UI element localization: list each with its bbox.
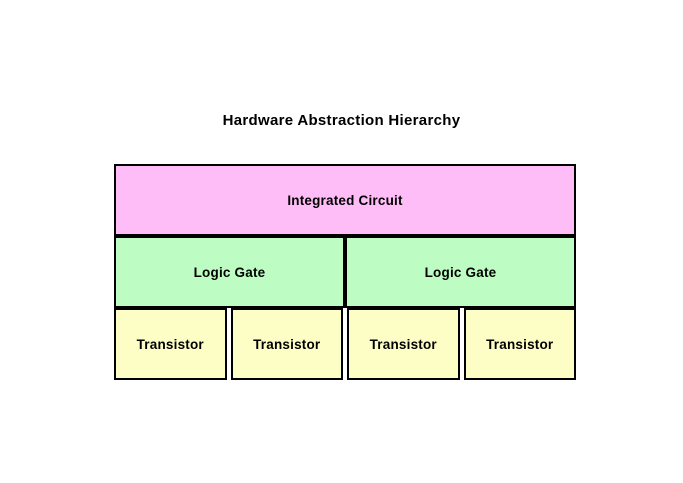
- node-transistor-1: Transistor: [114, 308, 227, 380]
- integrated-circuit-level: Integrated Circuit: [114, 164, 576, 236]
- node-logic-gate-1: Logic Gate: [114, 236, 345, 308]
- node-logic-gate-2: Logic Gate: [345, 236, 576, 308]
- node-integrated-circuit: Integrated Circuit: [114, 164, 576, 236]
- transistor-level: Transistor Transistor Transistor Transis…: [114, 308, 576, 380]
- diagram-title: Hardware Abstraction Hierarchy: [222, 112, 461, 129]
- node-transistor-2: Transistor: [230, 308, 343, 380]
- hierarchy-diagram: Integrated Circuit Logic Gate Logic Gate…: [114, 164, 576, 380]
- node-transistor-3: Transistor: [347, 308, 460, 380]
- logic-gate-level: Logic Gate Logic Gate: [114, 236, 576, 308]
- node-transistor-4: Transistor: [463, 308, 576, 380]
